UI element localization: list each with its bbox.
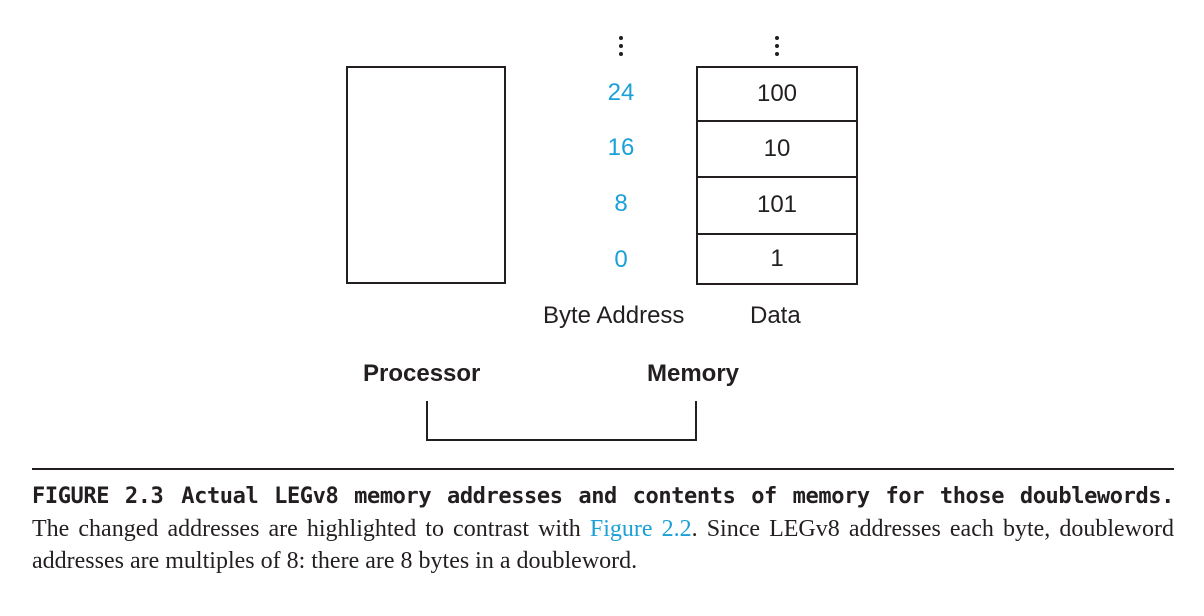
memory-cell-divider	[698, 176, 856, 178]
figure-caption: FIGURE 2.3 Actual LEGv8 memory addresses…	[32, 480, 1174, 577]
data-ellipsis-icon	[767, 36, 787, 60]
memory-cell-0: 1	[770, 244, 784, 272]
caption-text: The changed addresses are highlighted to…	[32, 516, 581, 542]
memory-cell-8: 101	[756, 191, 798, 218]
caption-rule	[32, 468, 1174, 470]
address-ellipsis-icon	[611, 36, 631, 60]
memory-label: Memory	[647, 360, 740, 387]
byte-address-0: 0	[614, 246, 628, 273]
byte-address-8: 8	[614, 190, 628, 217]
data-label: Data	[750, 302, 801, 329]
memory-data-table: 100 10 101 1	[696, 66, 858, 285]
memory-cell-divider	[698, 233, 856, 235]
figure-number: FIGURE 2.3	[32, 484, 164, 509]
processor-label: Processor	[363, 360, 481, 387]
memory-cell-24: 100	[756, 80, 798, 107]
memory-cell-16: 10	[763, 135, 791, 162]
figure-2-2-link[interactable]: Figure 2.2	[589, 516, 692, 542]
processor-box	[346, 66, 506, 284]
processor-memory-bus	[426, 401, 697, 441]
figure-title: Actual LEGv8 memory addresses and conten…	[181, 484, 1175, 509]
caption-text-continued: . Since LEGv8 addresses each byte, doubl…	[32, 516, 1175, 574]
byte-address-24: 24	[607, 79, 635, 106]
memory-cell-divider	[698, 120, 856, 122]
byte-address-16: 16	[607, 134, 635, 161]
byte-address-label: Byte Address	[543, 302, 685, 329]
